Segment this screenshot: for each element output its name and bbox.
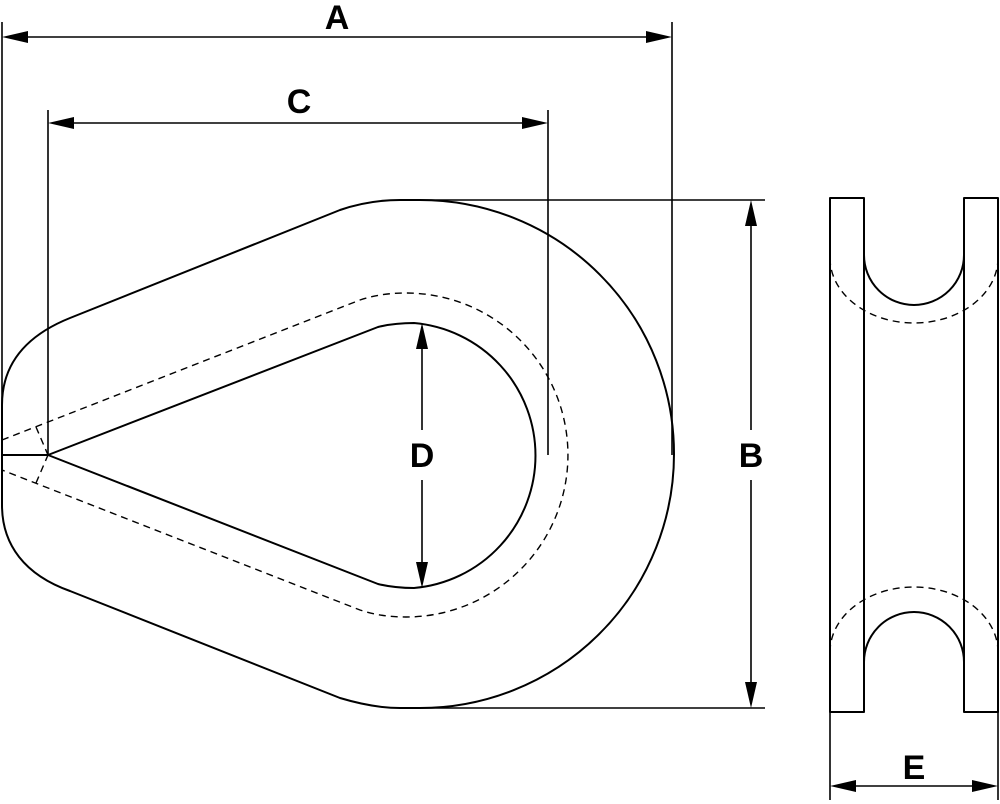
thimble-side-view [829, 197, 999, 713]
right-flange [963, 197, 999, 713]
bottom-groove [863, 611, 965, 663]
groove-hidden-line [1, 292, 569, 618]
arrow-a-left [2, 31, 28, 43]
thimble-front-view [1, 199, 675, 709]
arrow-b-bottom [745, 682, 757, 708]
top-groove-hidden [829, 257, 999, 324]
arrow-d-top [416, 323, 428, 349]
top-groove [863, 254, 965, 306]
dimension-c: C [47, 83, 549, 455]
dimension-b: B [420, 199, 765, 709]
arrow-d-bottom [416, 562, 428, 588]
tip-hidden-edge [35, 426, 49, 456]
inner-eye-outline [47, 322, 537, 589]
label-a: A [325, 0, 350, 37]
arrow-b-top [745, 200, 757, 226]
label-e: E [903, 749, 926, 787]
arrow-a-right [646, 31, 672, 43]
label-b: B [739, 437, 764, 475]
left-flange [829, 197, 865, 713]
outer-outline [1, 199, 675, 709]
tip-hidden-edge-lower [35, 454, 49, 484]
label-d: D [410, 437, 435, 475]
dimension-e: E [829, 712, 999, 800]
bottom-groove-hidden [829, 586, 999, 653]
arrow-c-right [522, 117, 548, 129]
dimension-d: D [410, 323, 435, 588]
arrow-e-right [972, 780, 998, 792]
arrow-e-left [830, 780, 856, 792]
arrow-c-left [48, 117, 74, 129]
dimension-a: A [1, 0, 673, 455]
label-c: C [287, 83, 312, 121]
